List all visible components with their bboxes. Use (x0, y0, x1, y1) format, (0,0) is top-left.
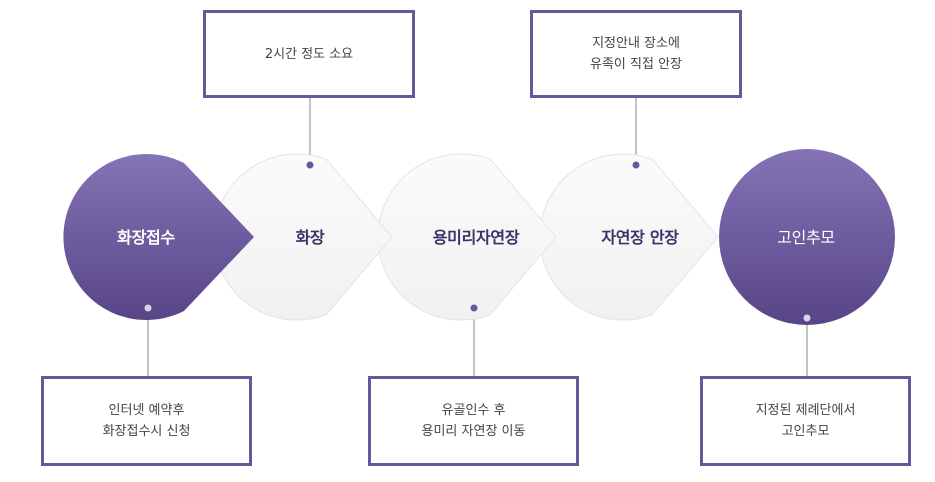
note-text-reception-line2: 화장접수시 신청 (102, 424, 191, 439)
note-box-reception: 인터넷 예약후 화장접수시 신청 (41, 376, 252, 466)
note-text-move-line2: 용미리 자연장 이동 (421, 424, 526, 439)
connector-dot-burial (632, 161, 640, 169)
stage-shape-reception (63, 153, 254, 320)
connector-dot-reception (144, 304, 152, 312)
note-text-reception-line1: 인터넷 예약후 (108, 403, 185, 418)
note-box-memorial: 지정된 제례단에서 고인추모 (700, 376, 911, 466)
note-box-cremation: 2시간 정도 소요 (203, 10, 415, 98)
note-box-move: 유골인수 후 용미리 자연장 이동 (368, 376, 579, 466)
note-text-memorial-line1: 지정된 제례단에서 (755, 403, 856, 418)
note-text-memorial-line2: 고인추모 (781, 424, 830, 439)
connector-dot-cremation (306, 161, 314, 169)
note-text-move-line1: 유골인수 후 (441, 403, 506, 418)
note-text-cremation-line1: 2시간 정도 소요 (264, 46, 354, 62)
note-box-burial: 지정안내 장소에 유족이 직접 안장 (530, 10, 742, 98)
stage-label-burial: 자연장 안장 (601, 228, 679, 247)
note-text-burial-line1: 지정안내 장소에 (592, 36, 680, 51)
stage-label-reception: 화장접수 (117, 228, 175, 247)
stage-label-cremation: 화장 (296, 228, 325, 247)
connector-dot-move (470, 304, 478, 312)
connector-dot-memorial (803, 314, 811, 322)
stage-label-memorial: 고인추모 (777, 228, 835, 247)
stage-label-move: 용미리자연장 (433, 228, 520, 247)
stage-shape-memorial (719, 149, 895, 325)
note-text-burial-line2: 유족이 직접 안장 (590, 57, 682, 72)
